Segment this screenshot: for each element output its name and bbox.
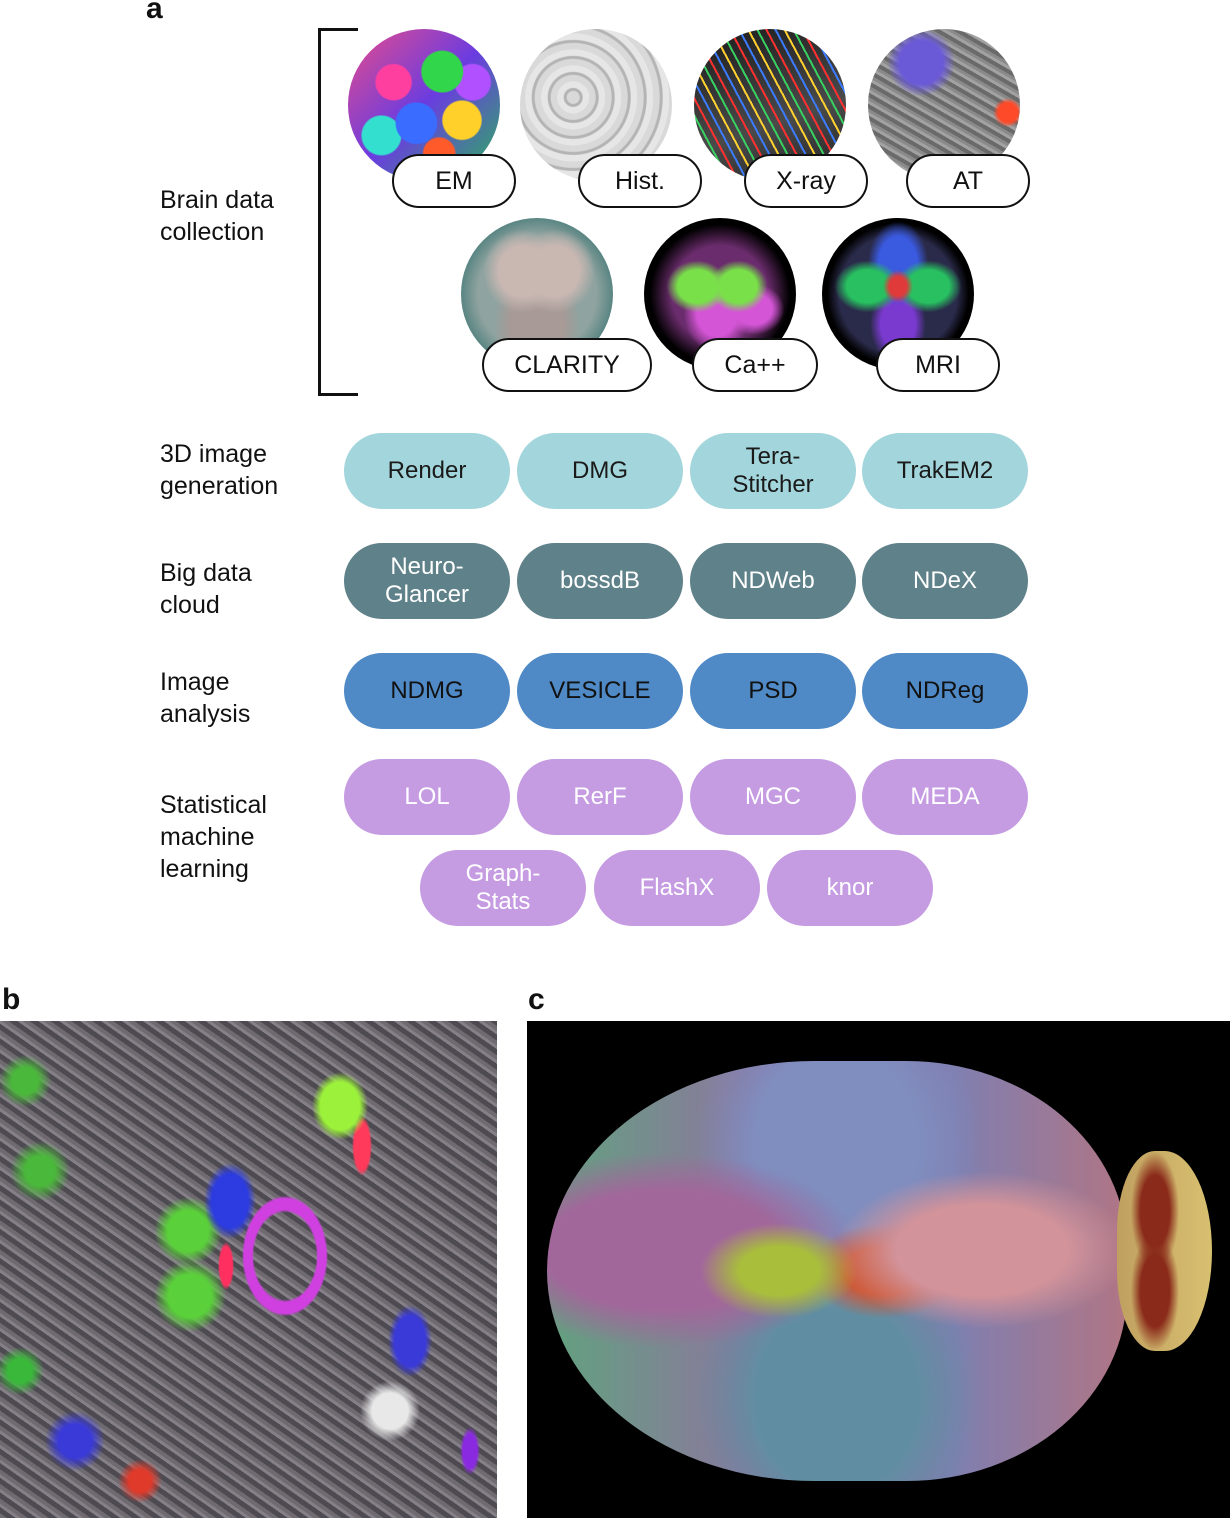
tool-rerf: RerF — [517, 759, 683, 835]
row-label-cloud: Big data cloud — [160, 559, 252, 619]
tool-ndreg: NDReg — [862, 653, 1028, 729]
tag-at: AT — [906, 154, 1030, 208]
tool-meda: MEDA — [862, 759, 1028, 835]
row-label-generation: 3D image generation — [160, 440, 279, 500]
tool-ndex: NDeX — [862, 543, 1028, 619]
tag-hist: Hist. — [578, 154, 702, 208]
row-label-analysis: Image analysis — [160, 668, 251, 728]
tool-trakem2: TrakEM2 — [862, 433, 1028, 509]
panel-label-c: c — [528, 983, 545, 1016]
panel-label-a: a — [146, 0, 163, 25]
tool-vesicle: VESICLE — [517, 653, 683, 729]
tool-ndweb: NDWeb — [690, 543, 856, 619]
tag-xray: X-ray — [744, 154, 868, 208]
tool-graphstats: Graph- Stats — [420, 850, 586, 926]
collection-bracket — [318, 28, 358, 396]
tool-dmg: DMG — [517, 433, 683, 509]
tool-psd: PSD — [690, 653, 856, 729]
tool-render: Render — [344, 433, 510, 509]
panel-label-b: b — [2, 983, 21, 1016]
tool-knor: knor — [767, 850, 933, 926]
tool-flashx: FlashX — [594, 850, 760, 926]
tool-mgc: MGC — [690, 759, 856, 835]
row-label-learning: Statistical machine learning — [160, 791, 267, 883]
mouse-brain-atlas-image — [527, 1021, 1230, 1518]
tool-terastitcher: Tera- Stitcher — [690, 433, 856, 509]
tag-calcium: Ca++ — [692, 338, 818, 392]
tool-lol: LOL — [344, 759, 510, 835]
tag-clarity: CLARITY — [482, 338, 652, 392]
olfactory-bulb-shape — [1117, 1151, 1212, 1351]
row-label-collection: Brain data collection — [160, 186, 274, 246]
em-annotation-image — [0, 1021, 497, 1518]
tag-mri: MRI — [876, 338, 1000, 392]
tool-ndmg: NDMG — [344, 653, 510, 729]
tool-bossdb: bossdB — [517, 543, 683, 619]
brain-volume-shape — [547, 1061, 1127, 1481]
tool-neuroglancer: Neuro- Glancer — [344, 543, 510, 619]
tag-em: EM — [392, 154, 516, 208]
